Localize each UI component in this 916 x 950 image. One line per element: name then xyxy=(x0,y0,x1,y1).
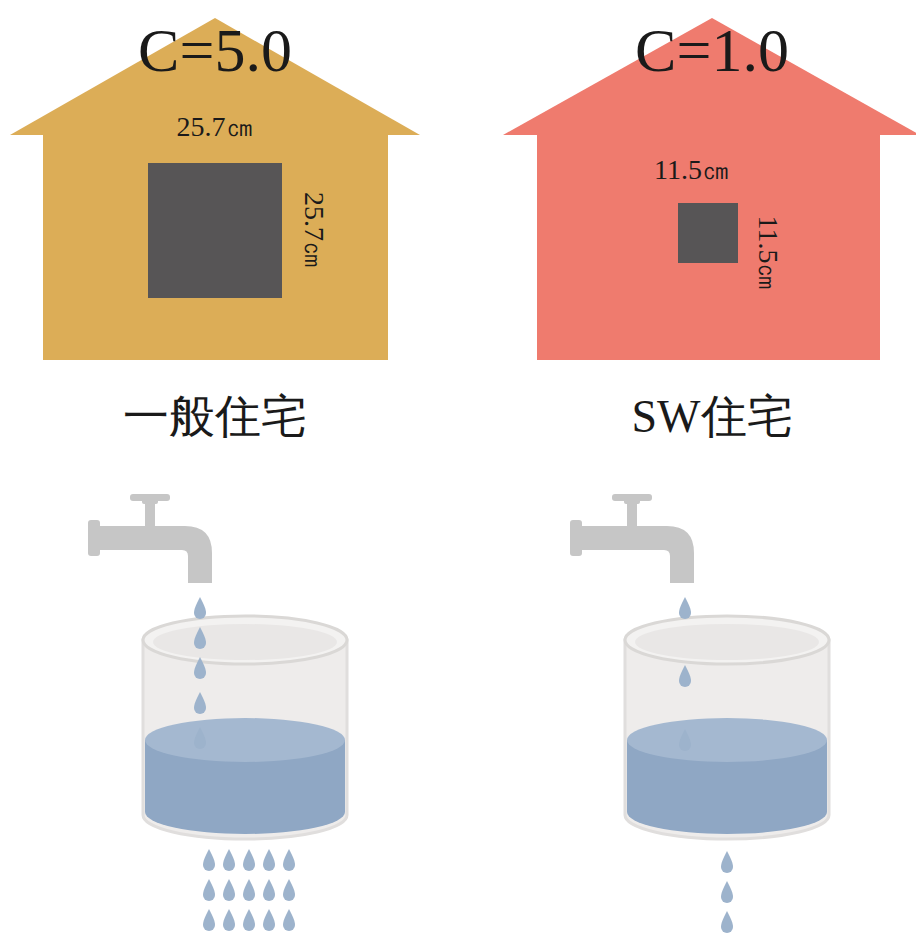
dimension-label: 25.7㎝ xyxy=(177,112,254,143)
window-square xyxy=(678,203,738,263)
house-shape: C=5.0 一般住宅 xyxy=(0,0,458,470)
window-square xyxy=(148,163,282,298)
dimension-label: 11.5㎝ xyxy=(753,215,784,291)
c-value: C=5.0 xyxy=(138,16,292,84)
dimension-label: 25.7㎝ xyxy=(298,191,329,268)
house-caption: 一般住宅 xyxy=(123,392,307,443)
house-caption: SW住宅 xyxy=(632,392,793,443)
dimension-label: 11.5㎝ xyxy=(654,155,730,186)
house-shape: C=1.0SW住宅 xyxy=(458,0,916,470)
c-value: C=1.0 xyxy=(635,16,789,84)
